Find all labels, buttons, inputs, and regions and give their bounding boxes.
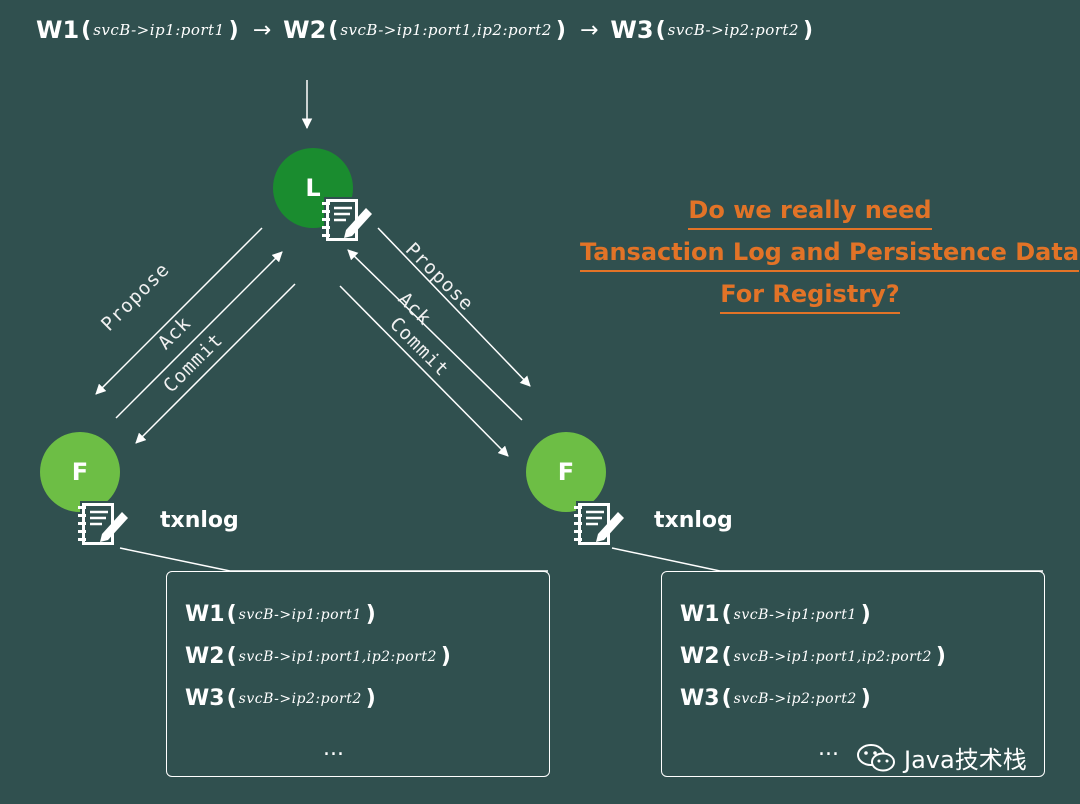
txnlog-box-left: W1 ( svcB->ip1:port1 ) W2 ( svcB->ip1:po… [166, 571, 550, 777]
right-arrow-icon: → [579, 17, 599, 43]
notepad-icon [322, 197, 372, 243]
write-detail: svcB->ip2:port2 [667, 21, 800, 39]
log-ellipsis: ... [818, 736, 839, 761]
commit-arrow-right [339, 285, 509, 457]
write-detail: svcB->ip1:port1 [93, 21, 225, 39]
question-line: For Registry? [720, 280, 900, 314]
txnlog-label-right: txnlog [654, 508, 733, 533]
callout-connector-right [611, 547, 1043, 572]
write-detail: svcB->ip1:port1,ip2:port2 [340, 21, 552, 39]
log-entry: W1 ( svcB->ip1:port1 ) [680, 602, 871, 627]
txnlog-box-right: W1 ( svcB->ip1:port1 ) W2 ( svcB->ip1:po… [661, 571, 1045, 777]
writes-sequence: W1 ( svcB->ip1:port1 ) → W2 ( svcB->ip1:… [36, 16, 814, 44]
right-arrow-icon: → [252, 17, 272, 43]
propose-arrow-left [95, 227, 263, 395]
txnlog-label-left: txnlog [160, 508, 239, 533]
log-ellipsis: ... [323, 736, 344, 761]
log-entry: W1 ( svcB->ip1:port1 ) [185, 602, 376, 627]
follower-node-right: F [526, 432, 606, 512]
log-entry: W3 ( svcB->ip2:port2 ) [680, 686, 871, 711]
registry-question: Do we really need Tansaction Log and Per… [580, 196, 1080, 322]
commit-arrow-left [135, 283, 296, 444]
propose-arrow-right [377, 227, 531, 387]
watermark-text: Java技术栈 [904, 746, 1027, 774]
watermark: Java技术栈 [856, 740, 1027, 775]
notepad-icon [78, 501, 128, 547]
notepad-icon [574, 501, 624, 547]
write-label: W1 [36, 16, 80, 44]
callout-connector-left [119, 547, 548, 572]
log-entry: W2 ( svcB->ip1:port1,ip2:port2 ) [185, 644, 451, 669]
wechat-icon [857, 743, 895, 771]
ack-arrow-right [347, 249, 523, 421]
write-label: W2 [283, 16, 327, 44]
ack-arrow-left [115, 251, 283, 419]
question-line: Tansaction Log and Persistence Data [580, 238, 1080, 272]
question-line: Do we really need [688, 196, 932, 230]
write-label: W3 [610, 16, 654, 44]
log-entry: W3 ( svcB->ip2:port2 ) [185, 686, 376, 711]
follower-node-left: F [40, 432, 120, 512]
log-entry: W2 ( svcB->ip1:port1,ip2:port2 ) [680, 644, 946, 669]
